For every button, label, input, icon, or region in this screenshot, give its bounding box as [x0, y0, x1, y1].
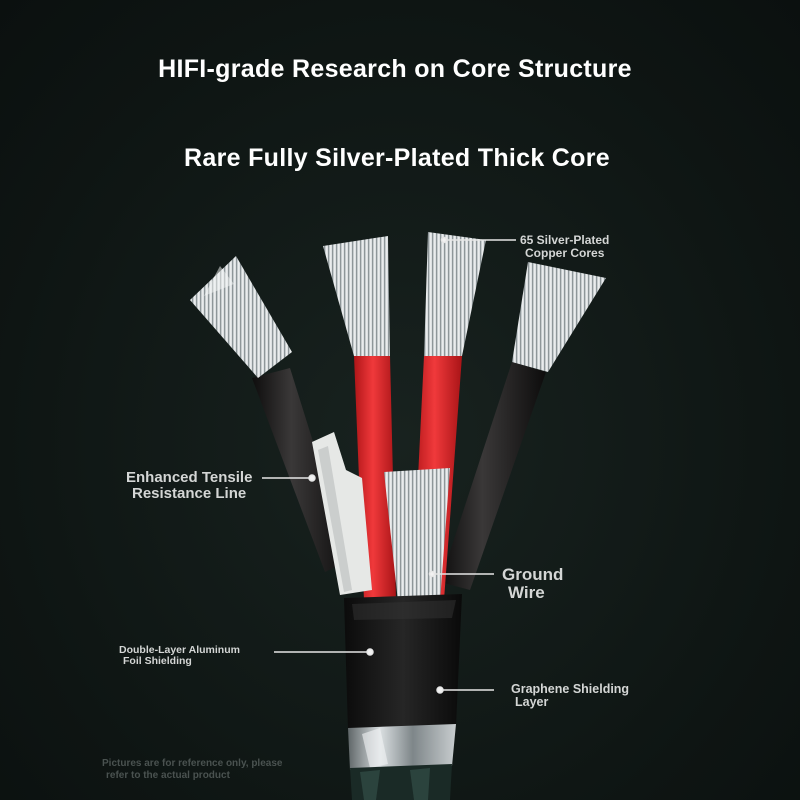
strands-left [190, 256, 292, 378]
callout-tensile-line: Enhanced Tensile Resistance Line [126, 470, 252, 502]
callout-silver-cores-line1: 65 Silver-Plated [520, 233, 610, 247]
disclaimer-note: Pictures are for reference only, please … [102, 758, 282, 781]
headline-title: HIFI-grade Research on Core Structure [158, 55, 632, 83]
callout-silver-cores-line2: Copper Cores [525, 245, 605, 260]
aluminum-foil [348, 724, 456, 770]
callout-foil-line1: Double-Layer Aluminum [119, 644, 240, 656]
ground-wire-strands [384, 468, 450, 602]
disclaimer-line1: Pictures are for reference only, please [102, 758, 283, 769]
callout-ground-line1: Ground [502, 565, 564, 584]
black-wire-right [440, 362, 546, 590]
callout-silver-cores: 65 Silver-Plated Copper Cores [520, 234, 609, 259]
headline-subtitle: Rare Fully Silver-Plated Thick Core [184, 144, 610, 172]
callout-tensile-line1: Enhanced Tensile [126, 469, 253, 486]
strands-red-2 [424, 232, 486, 356]
callout-ground-line2: Wire [508, 582, 545, 602]
callout-tensile-line2: Resistance Line [132, 484, 247, 502]
callout-foil-line2: Foil Shielding [123, 655, 192, 668]
graphene-sleeve [344, 594, 462, 730]
callout-graphene-layer: Graphene Shielding Layer [511, 682, 630, 710]
strands-red-1 [323, 236, 390, 356]
disclaimer-line2: refer to the actual product [106, 769, 230, 781]
callout-graphene-line2: Layer [515, 695, 549, 710]
callout-ground-wire: Ground Wire [502, 566, 563, 602]
strands-right [512, 262, 606, 372]
callout-graphene-line1: Graphene Shielding [511, 682, 630, 696]
black-wire-left [252, 368, 350, 572]
callout-foil-shielding: Double-Layer Aluminum Foil Shielding [119, 644, 240, 668]
